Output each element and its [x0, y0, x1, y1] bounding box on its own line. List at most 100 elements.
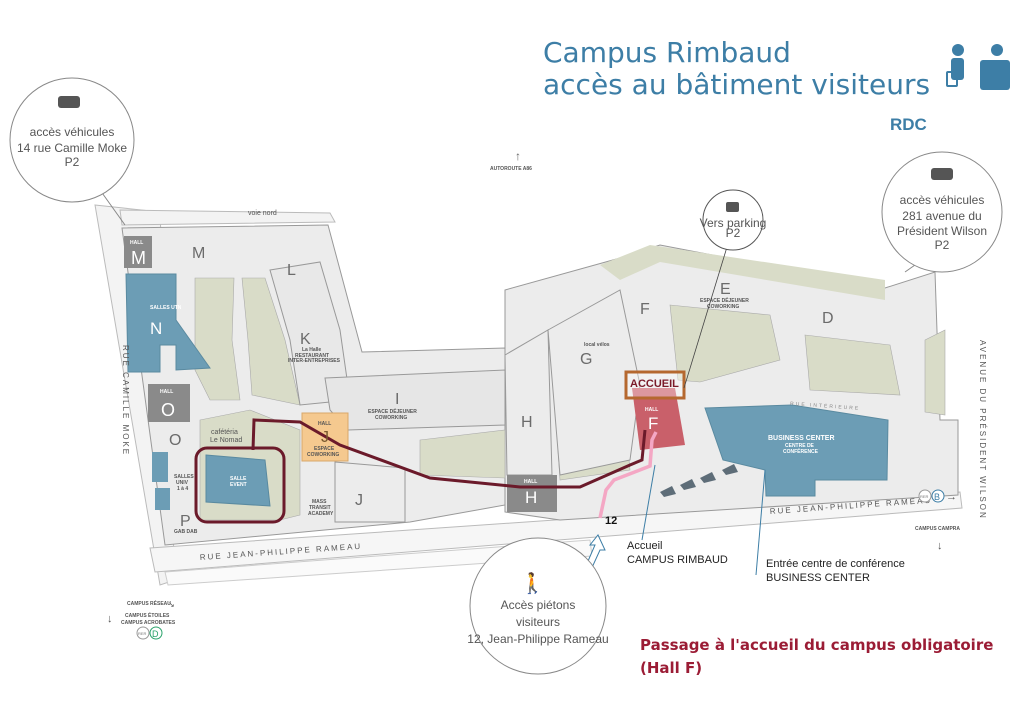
- building-i-sub1: ESPACE DÉJEUNER: [368, 407, 417, 415]
- hall-o-block: [148, 384, 190, 422]
- parking-pointer: Vers parking P2: [683, 189, 767, 389]
- road-voie-nord: voie nord: [248, 210, 277, 217]
- entrance-chevrons: [660, 464, 738, 497]
- car-icon-east: [931, 168, 953, 180]
- building-d-label: D: [822, 310, 834, 327]
- green-border-north: [600, 245, 885, 300]
- entrance-number: 12: [605, 515, 617, 527]
- salles-univ-3: 1 à 4: [177, 486, 188, 492]
- building-f-label: F: [640, 301, 650, 318]
- rer-b-label: B: [934, 492, 940, 502]
- hall-o-hall: HALL: [160, 389, 173, 395]
- business-center-label: BUSINESS CENTER: [768, 435, 835, 442]
- business-center-block: [704, 404, 889, 497]
- salles-univ-block-1: [152, 452, 168, 482]
- business-center-sub2: CONFÉRENCE: [783, 447, 819, 455]
- hall-h-letter: H: [525, 488, 537, 507]
- building-n: [125, 273, 211, 373]
- road-president-wilson: AVENUE DU PRÉSIDENT WILSON: [978, 340, 987, 520]
- hall-f-hall: HALL: [645, 407, 658, 413]
- arrow-right-icon: →: [946, 491, 957, 503]
- building-m-label: M: [192, 245, 205, 262]
- vehicles-east-address-2: Président Wilson: [897, 224, 987, 238]
- campus-campra-label: CAMPUS CAMPRA: [915, 526, 960, 532]
- vehicles-west-title: accès véhicules: [30, 125, 115, 139]
- level-label: RDC: [890, 115, 927, 134]
- building-n-sub: SALLES UTN: [150, 305, 182, 311]
- access-pedestrians: 🚶 Accès piétons visiteurs 12, Jean-Phili…: [467, 537, 609, 675]
- salles-univ-1: SALLES: [174, 474, 194, 480]
- building-g-label: G: [580, 351, 592, 368]
- campus-reseau-label: CAMPUS RÉSEAU: [127, 599, 171, 607]
- building-n-label: N: [150, 319, 162, 338]
- visitor-reception-icon: [946, 44, 1010, 90]
- building-g-f: [547, 289, 641, 476]
- hall-j-hall: HALL: [318, 421, 331, 427]
- building-j: [334, 461, 406, 523]
- hall-h-block: [507, 475, 557, 512]
- building-p-label: P: [180, 513, 191, 530]
- accueil-label: ACCUEIL: [630, 378, 679, 390]
- accueil-pointer: [641, 464, 656, 541]
- salle-event-block: [205, 454, 271, 507]
- building-g-sub: local vélos: [584, 342, 610, 348]
- salles-univ-2: UNIV: [176, 480, 189, 486]
- pedestrians-icon: 🚶: [520, 571, 545, 595]
- pedestrians-title-1: Accès piétons: [501, 598, 576, 612]
- building-j-sub1: MASS: [312, 499, 327, 505]
- building-k-sub3: INTER-ENTREPRISES: [288, 358, 341, 364]
- accueil-box: [624, 370, 686, 400]
- building-j-sub2: TRANSIT: [309, 505, 331, 511]
- building-p-sub: GAB DAB: [174, 529, 198, 535]
- annotation-accueil-2: CAMPUS RIMBAUD: [627, 554, 728, 566]
- pedestrian-route: [598, 431, 658, 519]
- arrow-up-icon: ↑: [515, 149, 521, 163]
- hall-j-sub1: ESPACE: [314, 446, 335, 452]
- salle-event-1: SALLE: [230, 476, 247, 482]
- hall-m-hall: HALL: [130, 240, 143, 246]
- parking-line2: P2: [726, 226, 741, 240]
- building-h-label: H: [521, 414, 533, 431]
- vehicles-east-title: accès véhicules: [900, 193, 985, 207]
- business-center-pointer: [755, 469, 766, 576]
- road-interieure: RUE INTÉRIEURE: [790, 400, 861, 412]
- road-camille-moke: RUE CAMILLE MOKE: [121, 345, 130, 456]
- building-i-label: I: [395, 391, 399, 408]
- access-vehicles-west: accès véhicules 14 rue Camille Moke P2: [9, 77, 135, 226]
- vehicles-west-parking: P2: [65, 155, 80, 169]
- arrow-down-icon-west: ↓: [107, 613, 113, 625]
- building-k-sub2: RESTAURANT: [295, 353, 329, 359]
- campus-etoiles-label: CAMPUS ÉTOILES: [125, 611, 170, 619]
- cafeteria-name: cafétéria: [211, 429, 238, 436]
- parking-pedestrian-icon: [726, 202, 739, 212]
- visitor-route: [251, 418, 647, 489]
- salle-event-highlight: [194, 446, 286, 524]
- notice-line-2: (Hall F): [640, 659, 702, 677]
- access-vehicles-east: accès véhicules 281 avenue du Président …: [881, 151, 1003, 273]
- annotation-bc-1: Entrée centre de conférence: [766, 558, 905, 570]
- vehicles-east-parking: P2: [935, 238, 950, 252]
- arrow-down-icon: ↓: [937, 540, 943, 552]
- building-j-sub3: ACADEMY: [308, 511, 334, 517]
- rer-icon-west: [136, 626, 150, 640]
- hall-o-letter: O: [161, 400, 175, 420]
- cafeteria-name-2: Le Nomad: [210, 437, 242, 444]
- annotation-bc-2: BUSINESS CENTER: [766, 572, 870, 584]
- building-i: [324, 369, 506, 431]
- highway-label: AUTOROUTE A86: [490, 166, 532, 172]
- hall-f-letter: F: [648, 414, 658, 433]
- rer-d-icon: [149, 626, 163, 640]
- vehicles-west-address: 14 rue Camille Moke: [17, 141, 127, 155]
- building-l-label: L: [287, 262, 296, 279]
- building-o-label: O: [169, 432, 181, 449]
- salle-event-2: EVENT: [230, 482, 247, 488]
- hall-m-letter: M: [131, 248, 146, 268]
- rer-d-label: D: [152, 629, 159, 639]
- parking-line1: Vers parking: [700, 216, 767, 230]
- pedestrians-title-2: visiteurs: [516, 615, 560, 629]
- notice-line-1: Passage à l'accueil du campus obligatoir…: [640, 636, 993, 654]
- salles-univ-block-2: [155, 488, 170, 510]
- rer-label-east: RER: [920, 494, 929, 499]
- hall-j-letter: J: [321, 429, 329, 446]
